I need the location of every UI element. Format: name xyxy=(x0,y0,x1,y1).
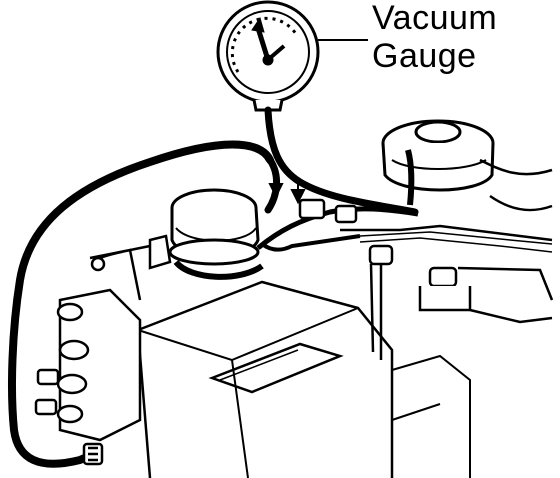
callout-label-vacuum: Vacuum xyxy=(372,0,498,37)
vacuum-valve-right xyxy=(381,119,495,206)
upper-bracket xyxy=(99,234,172,270)
hose-end-fitting xyxy=(82,442,104,466)
left-engine-components xyxy=(34,248,142,442)
long-loop-hose xyxy=(8,140,274,468)
gauge-face xyxy=(226,10,310,94)
vacuum-gauge xyxy=(216,0,320,112)
intake-plenum xyxy=(136,280,471,478)
plenum-nameplate xyxy=(208,342,344,394)
callout-label-gauge: Gauge xyxy=(372,37,477,75)
center-small-hose xyxy=(256,206,419,250)
gauge-needle-tip xyxy=(251,16,265,33)
gauge-needle xyxy=(255,27,271,61)
flow-arrows xyxy=(268,174,306,205)
vacuum-actuator-center xyxy=(168,188,264,280)
gauge-vacuum-hose xyxy=(264,106,419,216)
right-engine-components xyxy=(298,158,554,360)
center-t-connector-hose xyxy=(260,234,361,252)
